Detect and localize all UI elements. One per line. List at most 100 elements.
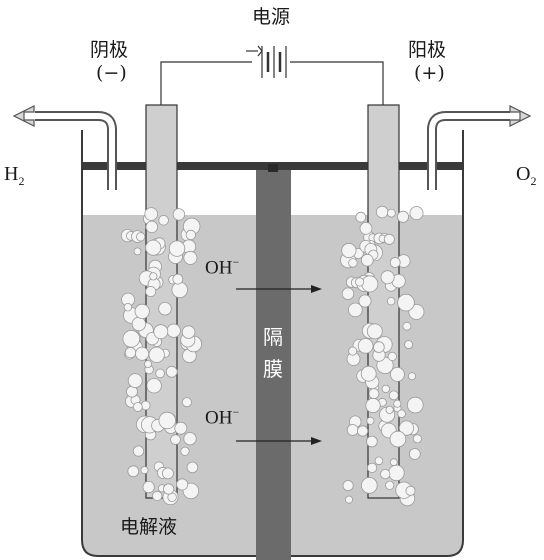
cathode-bubble: [140, 466, 149, 475]
cathode-bubble: [172, 208, 186, 221]
hydrogen-symbol: H: [4, 163, 19, 185]
oxygen-label: O2: [516, 163, 536, 189]
anode-bubble: [412, 434, 422, 444]
cathode-bubble: [143, 359, 152, 368]
cathode-bubble: [174, 421, 188, 435]
anode-bubble: [383, 233, 395, 245]
anode-outlet-arrow: [509, 105, 532, 127]
anode-bubble: [385, 480, 395, 490]
anode-bubble: [358, 294, 372, 308]
anode-bubble: [380, 468, 391, 480]
anode-bubble: [341, 287, 355, 300]
cathode-sign: (−): [96, 62, 127, 84]
cathode-bubble: [183, 432, 197, 446]
wire: [160, 61, 252, 105]
cathode-bubble: [153, 324, 169, 340]
cathode-bubble: [123, 303, 133, 312]
anode-bubble: [341, 242, 357, 259]
cathode-outlet-arrow: [12, 105, 35, 127]
anode-bubble: [397, 293, 415, 312]
cathode-bubble: [122, 329, 141, 348]
anode-bubble: [354, 277, 365, 287]
ion-upper-symbol: OH: [205, 257, 233, 279]
anode-label: 阳极: [408, 39, 447, 61]
cathode-label: 阴极: [90, 39, 129, 61]
anode-bubble: [389, 366, 405, 382]
anode-bubble: [380, 270, 395, 285]
anode-bubble: [381, 384, 390, 394]
anode-bubble: [366, 435, 378, 448]
cathode-bubble: [144, 207, 159, 221]
cathode-bubble: [124, 346, 137, 359]
anode-bubble: [356, 425, 369, 437]
anode-bubble: [402, 321, 412, 331]
anode-bubble: [408, 448, 421, 460]
anode-bubble: [387, 351, 397, 361]
anode-bubble: [374, 456, 384, 466]
cathode-gas-pipe-inner: [35, 113, 115, 190]
anode-bubble: [366, 462, 378, 473]
cathode-bubble: [163, 483, 175, 495]
anode-bubble: [385, 405, 394, 414]
anode-bubble: [348, 258, 358, 268]
battery-icon: [246, 45, 287, 78]
anode-bubble: [407, 372, 416, 381]
ion-lower-symbol: OH: [205, 407, 233, 429]
anode-bubble: [344, 495, 353, 504]
wire-right: [290, 61, 384, 105]
anode-bubble: [375, 205, 389, 219]
cathode-bubble: [158, 302, 172, 316]
ion-upper-charge: −: [232, 255, 240, 269]
anode-bubble: [405, 485, 416, 496]
cathode-bubble: [181, 397, 192, 408]
hydroxide-ion-upper: OH−: [205, 255, 239, 279]
cathode-bubble: [170, 434, 181, 445]
cathode-bubble: [146, 378, 162, 394]
anode-bubble: [398, 420, 415, 436]
cathode-bubble: [132, 402, 143, 412]
anode-bubble: [365, 397, 381, 414]
anode-bubble: [396, 210, 409, 223]
cathode-bubble: [166, 323, 181, 338]
cathode-bubble: [131, 316, 147, 332]
cathode-bubble: [185, 229, 196, 240]
anode-bubble: [389, 430, 407, 448]
membrane-label-char1: 隔: [263, 325, 283, 349]
anode-bubble: [386, 297, 396, 306]
cathode-bubble: [135, 346, 150, 361]
cathode-bubble: [133, 247, 142, 256]
anode-bubble: [406, 396, 424, 414]
anode-bubble: [359, 221, 373, 235]
anode-gas-pipe: [427, 111, 510, 190]
cathode-bubble: [140, 400, 151, 411]
power-source-label: 电源: [252, 6, 291, 28]
electrolyte-label: 电解液: [120, 516, 178, 538]
anode-bubble: [368, 388, 380, 400]
hydrogen-subscript: 2: [18, 174, 25, 188]
anode-bubble: [366, 323, 383, 340]
cathode-bubble: [186, 461, 199, 474]
anode-bubble: [404, 340, 414, 350]
cathode-bubble: [181, 325, 196, 339]
anode-bubble: [388, 464, 405, 482]
anode-bubble: [360, 477, 378, 494]
membrane: [256, 170, 291, 560]
anode-bubble: [347, 302, 363, 318]
ion-arrow-lower: [236, 437, 322, 445]
cathode-bubble: [171, 281, 188, 299]
oxygen-symbol: O: [516, 163, 531, 185]
hydroxide-ion-lower: OH−: [205, 405, 239, 429]
cathode-bubble: [152, 490, 163, 501]
cathode-bubble: [158, 411, 176, 430]
oxygen-subscript: 2: [530, 174, 537, 188]
cathode-bubble: [145, 239, 162, 256]
anode-bubble: [389, 458, 398, 467]
cathode-bubble: [155, 368, 165, 379]
anode-bubble: [346, 424, 359, 436]
anode-bubble: [355, 211, 367, 223]
cathode-bubble: [165, 365, 178, 378]
cathode-bubble: [132, 445, 145, 457]
anode-bubble: [386, 208, 396, 218]
cathode-bubble: [172, 273, 184, 285]
